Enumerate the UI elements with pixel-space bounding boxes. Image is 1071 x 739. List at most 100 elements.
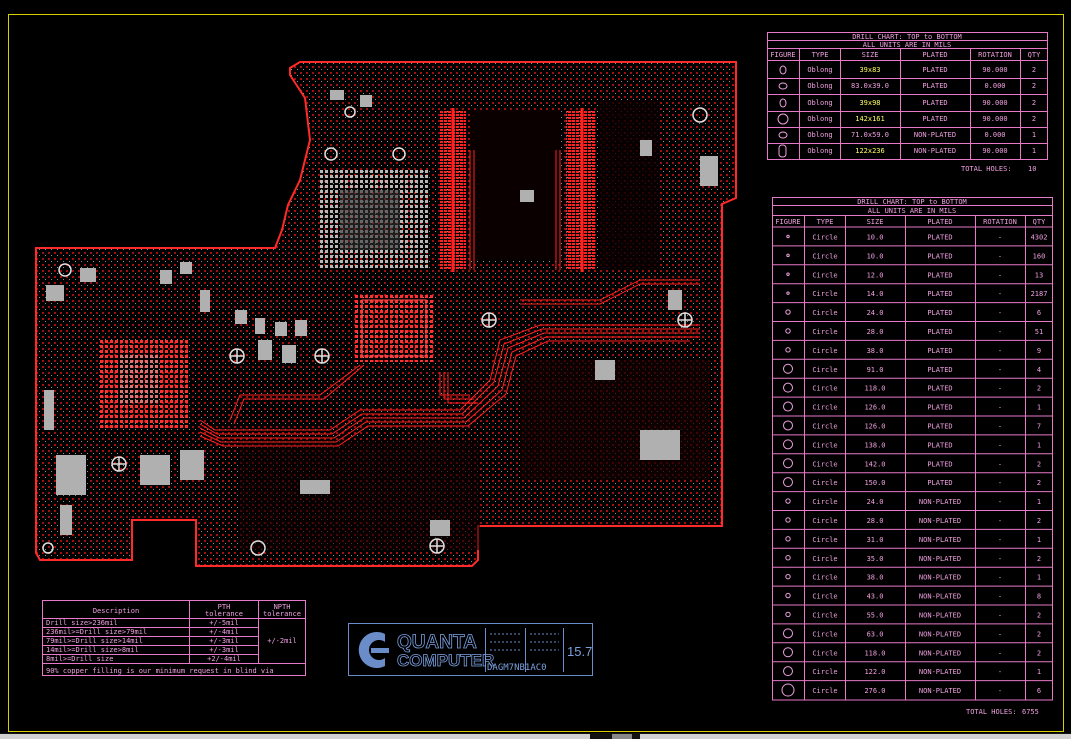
drill-top-rotation: 90.000 bbox=[982, 147, 1007, 155]
drill-main-size: 38.0 bbox=[867, 574, 884, 582]
drill-main-type: Circle bbox=[812, 252, 837, 260]
drill-figure-symbol bbox=[783, 666, 793, 677]
tol-pth: +/-5mil bbox=[209, 619, 239, 627]
drill-main-rotation: - bbox=[998, 630, 1002, 638]
drill-main-size: 24.0 bbox=[867, 309, 884, 317]
drill-top-rotation: 0.000 bbox=[984, 82, 1005, 90]
drill-main-qty: 6 bbox=[1037, 309, 1041, 317]
drill-main-type: Circle bbox=[812, 593, 837, 601]
drill-main-size: 142.0 bbox=[864, 460, 885, 468]
drill-top-qty: 2 bbox=[1032, 115, 1036, 123]
drill-main-plated: PLATED bbox=[927, 366, 952, 374]
drill-top-type: Oblong bbox=[807, 99, 832, 107]
drill-figure-symbol bbox=[783, 439, 793, 450]
drill-top-plated: PLATED bbox=[922, 115, 947, 123]
drill-main-plated: PLATED bbox=[927, 479, 952, 487]
drill-main-qty: 9 bbox=[1037, 347, 1041, 355]
drill-main-size: 12.0 bbox=[867, 271, 884, 279]
drill-main-rotation: - bbox=[998, 422, 1002, 430]
drill-main-plated: NON-PLATED bbox=[919, 611, 961, 619]
drill-figure-symbol bbox=[785, 309, 791, 315]
drill-figure-symbol bbox=[786, 234, 790, 239]
drill-main-size: 126.0 bbox=[864, 404, 885, 412]
drill-top-plated: PLATED bbox=[922, 82, 947, 90]
drill-top-type: Oblong bbox=[807, 147, 832, 155]
drill-main-qty: 51 bbox=[1035, 328, 1043, 336]
drill-main-plated: PLATED bbox=[927, 309, 952, 317]
drill-main-type: Circle bbox=[812, 536, 837, 544]
drill-top-total: 10 bbox=[1028, 165, 1036, 173]
drill-top-rotation: 90.000 bbox=[982, 99, 1007, 107]
drill-main-type: Circle bbox=[812, 233, 837, 241]
drill-top-qty: 1 bbox=[1032, 131, 1036, 139]
logo-part-number: DAGM7NB1AC0 bbox=[487, 663, 547, 673]
drill-top-type: Oblong bbox=[807, 66, 832, 74]
drill-main-type: Circle bbox=[812, 555, 837, 563]
drill-main-qty: 4302 bbox=[1031, 233, 1048, 241]
drill-main-qty: 2 bbox=[1037, 630, 1041, 638]
tol-desc: 14mil>=Drill size>8mil bbox=[46, 646, 139, 654]
drill-main-type: Circle bbox=[812, 328, 837, 336]
drill-top-header: ROTATION bbox=[978, 51, 1012, 59]
drill-top-plated: PLATED bbox=[922, 66, 947, 74]
drill-main-header: ROTATION bbox=[983, 218, 1017, 226]
drill-figure-symbol bbox=[783, 477, 793, 488]
drill-main-size: 28.0 bbox=[867, 328, 884, 336]
drill-top-qty: 2 bbox=[1032, 99, 1036, 107]
drill-top-size: 71.0x59.0 bbox=[851, 131, 889, 139]
drill-main-size: 276.0 bbox=[864, 687, 885, 695]
drill-main-qty: 2187 bbox=[1031, 290, 1048, 298]
drill-main-header: FIGURE bbox=[775, 218, 800, 226]
tol-head-desc: Description bbox=[93, 607, 139, 615]
logo-line1: QUANTA bbox=[397, 632, 477, 653]
drill-main-rotation: - bbox=[998, 252, 1002, 260]
scrollbar-left[interactable] bbox=[0, 734, 590, 739]
drill-top-title: DRILL CHART: TOP to BOTTOM bbox=[852, 33, 962, 41]
drill-top-header: PLATED bbox=[922, 51, 947, 59]
drill-main-plated: NON-PLATED bbox=[919, 630, 961, 638]
drill-main-size: 38.0 bbox=[867, 347, 884, 355]
drill-top-type: Oblong bbox=[807, 115, 832, 123]
drill-main-plated: PLATED bbox=[927, 290, 952, 298]
drill-figure-symbol bbox=[786, 272, 790, 276]
scrollbar-thumb[interactable] bbox=[612, 734, 632, 739]
drill-main-qty: 1 bbox=[1037, 536, 1041, 544]
drill-main-rotation: - bbox=[998, 441, 1002, 449]
drill-main-qty: 2 bbox=[1037, 555, 1041, 563]
drill-figure-symbol bbox=[785, 573, 791, 580]
drill-main-rotation: - bbox=[998, 309, 1002, 317]
logo-line2: COMPUTER bbox=[397, 651, 494, 670]
drill-main-size: 118.0 bbox=[864, 385, 885, 393]
drill-main-units: ALL UNITS ARE IN MILS bbox=[868, 207, 957, 215]
drill-main-qty: 2 bbox=[1037, 517, 1041, 525]
drill-top-qty: 1 bbox=[1032, 147, 1036, 155]
drill-main-type: Circle bbox=[812, 668, 837, 676]
drill-main-plated: NON-PLATED bbox=[919, 574, 961, 582]
drill-top-size: 83.0x39.0 bbox=[851, 82, 889, 90]
drill-main-rotation: - bbox=[998, 536, 1002, 544]
drill-chart-oblong: DRILL CHART: TOP to BOTTOM ALL UNITS ARE… bbox=[767, 32, 1048, 173]
drill-main-rotation: - bbox=[998, 498, 1002, 506]
drill-main-qty: 1 bbox=[1037, 668, 1041, 676]
drill-main-header: QTY bbox=[1033, 218, 1046, 226]
drill-main-qty: 1 bbox=[1037, 404, 1041, 412]
drill-main-type: Circle bbox=[812, 290, 837, 298]
drill-figure-symbol bbox=[785, 611, 791, 618]
drill-top-qty: 2 bbox=[1032, 82, 1036, 90]
drill-figure-symbol bbox=[785, 347, 791, 353]
drill-main-rotation: - bbox=[998, 404, 1002, 412]
drill-main-type: Circle bbox=[812, 422, 837, 430]
drill-main-type: Circle bbox=[812, 630, 837, 638]
drill-figure-symbol bbox=[786, 291, 790, 295]
drill-top-plated: NON-PLATED bbox=[914, 131, 956, 139]
tol-desc: 236mil>=Drill size>79mil bbox=[46, 628, 147, 636]
drill-figure-symbol bbox=[785, 498, 791, 504]
drill-main-qty: 6 bbox=[1037, 687, 1041, 695]
drill-main-qty: 7 bbox=[1037, 422, 1041, 430]
scrollbar-right[interactable] bbox=[640, 734, 1071, 739]
tol-pth: +/-4mil bbox=[209, 628, 239, 636]
